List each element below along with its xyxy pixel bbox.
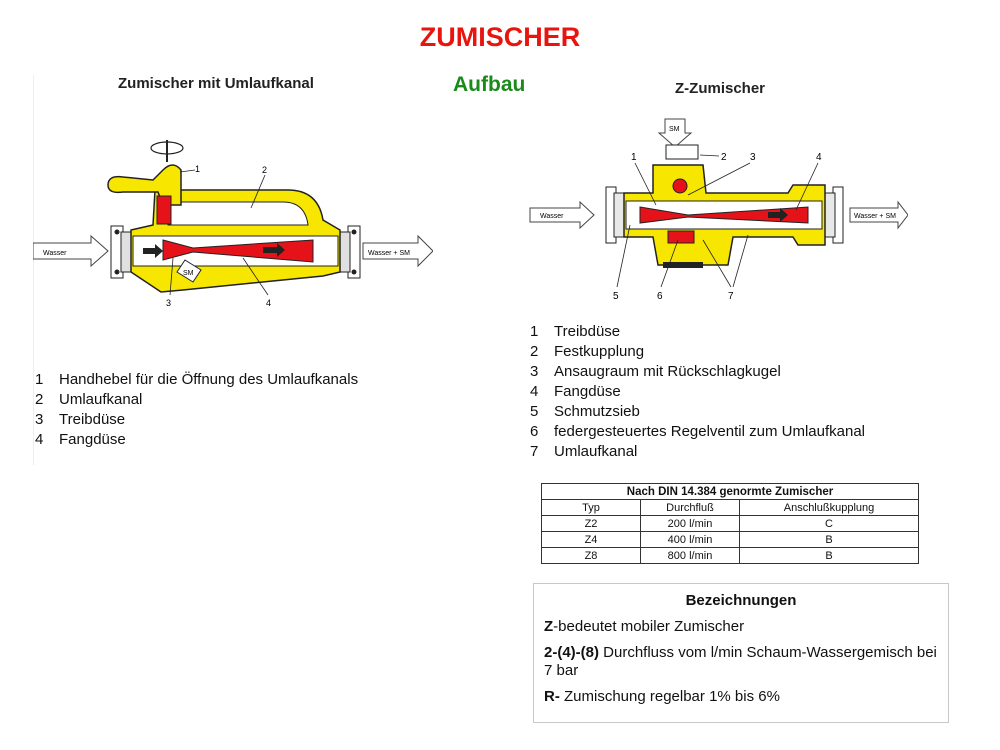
din-table-caption: Nach DIN 14.384 genormte Zumischer bbox=[541, 483, 919, 500]
outlet-arrow: Wasser + SM bbox=[362, 234, 433, 268]
svg-text:SM: SM bbox=[183, 270, 194, 277]
svg-text:2: 2 bbox=[262, 165, 267, 175]
bezeichnung-line: Z-bedeutet mobiler Zumischer bbox=[544, 618, 745, 635]
svg-text:3: 3 bbox=[750, 152, 756, 163]
right-figure-title: Z-Zumischer bbox=[675, 80, 766, 97]
inlet-arrow: Wasser bbox=[33, 234, 109, 268]
svg-text:3: 3 bbox=[166, 298, 171, 308]
page-title: ZUMISCHER bbox=[419, 22, 581, 52]
inlet-arrow: Wasser bbox=[529, 200, 595, 230]
right-flange bbox=[339, 225, 361, 279]
table-header-row: Typ Durchfluß Anschlußkupplung bbox=[541, 499, 919, 516]
svg-text:2: 2 bbox=[721, 152, 727, 163]
svg-text:7: 7 bbox=[728, 291, 734, 302]
svg-text:1: 1 bbox=[195, 164, 200, 174]
mixer-body bbox=[130, 189, 341, 293]
section-heading: Aufbau bbox=[453, 73, 526, 96]
inlet-label: Wasser bbox=[43, 250, 67, 257]
bezeichnung-line: 2-(4)-(8) Durchfluss vom l/min Schaum-Wa… bbox=[544, 644, 937, 679]
callouts: 1 2 3 4 bbox=[166, 164, 271, 308]
table-row: Z2 200 l/min C bbox=[541, 515, 919, 532]
outlet-label: Wasser + SM bbox=[368, 250, 410, 257]
table-row: Z4 400 l/min B bbox=[541, 531, 919, 548]
sm-inlet: SM bbox=[176, 259, 202, 283]
mixer-body bbox=[623, 144, 826, 268]
outlet-arrow: Wasser + SM bbox=[849, 200, 908, 230]
callouts: 1 2 3 4 5 6 7 bbox=[613, 152, 822, 302]
left-flange bbox=[110, 225, 132, 279]
svg-text:4: 4 bbox=[816, 152, 822, 163]
table-row: Z8 800 l/min B bbox=[541, 547, 919, 564]
bezeichnungen-heading: Bezeichnungen bbox=[685, 592, 797, 609]
bezeichnung-line: R- Zumischung regelbar 1% bis 6% bbox=[544, 688, 780, 705]
svg-text:SM: SM bbox=[669, 126, 680, 133]
svg-text:5: 5 bbox=[613, 291, 619, 302]
din-table: Nach DIN 14.384 genormte Zumischer Typ D… bbox=[541, 483, 919, 564]
svg-text:6: 6 bbox=[657, 291, 663, 302]
left-figure-title: Zumischer mit Umlaufkanal bbox=[118, 75, 314, 92]
sm-arrow: SM bbox=[657, 118, 693, 148]
right-mixer-diagram: SM Wasser Wasser + SM 1 2 3 4 5 6 7 bbox=[529, 118, 908, 302]
svg-text:4: 4 bbox=[266, 298, 271, 308]
svg-text:Wasser: Wasser bbox=[540, 213, 564, 220]
svg-text:Wasser + SM: Wasser + SM bbox=[854, 213, 896, 220]
svg-text:1: 1 bbox=[631, 152, 637, 163]
left-mixer-diagram: Wasser Wasser + SM SM 1 2 bbox=[33, 140, 433, 308]
bezeichnungen-box: Bezeichnungen Z-bedeutet mobiler Zumisch… bbox=[533, 583, 949, 723]
hand-lever bbox=[107, 140, 184, 225]
